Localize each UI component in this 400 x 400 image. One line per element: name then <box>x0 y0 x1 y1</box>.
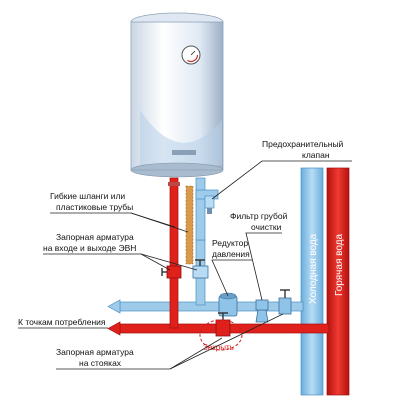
thermometer-gauge-icon <box>181 45 201 65</box>
cold-water-label: Холодная вода <box>308 233 319 304</box>
cold-riser-shutoff-valve <box>278 289 292 315</box>
inlet-shutoff-valve <box>192 259 209 279</box>
hot-riser-shutoff-valve <box>215 312 231 337</box>
filter-label-line2: очистки <box>251 222 282 232</box>
inlet-shutoff-label-line1: Запорная арматура <box>56 232 134 242</box>
riser-shutoff-label-line1: Запорная арматура <box>56 347 134 357</box>
water-heater-tank <box>130 12 224 178</box>
filter-label-line1: Фильтр грубой <box>230 211 288 221</box>
reducer-label-line1: Редуктор <box>212 238 248 248</box>
safety-valve <box>204 195 215 214</box>
consumption-label: К точкам потребления <box>18 317 106 327</box>
cold-water-riser <box>300 167 324 396</box>
hoses-label-line1: Гибкие шланги или <box>50 191 125 201</box>
inlet-shutoff-label-line2: на входе и выходе ЭВН <box>43 243 136 253</box>
close-label: Закрыть <box>203 343 234 352</box>
hoses-label-line2: пластиковые трубы <box>56 202 133 212</box>
hot-water-label: Горячая вода <box>334 233 345 296</box>
outlet-shutoff-valve <box>161 265 182 279</box>
coarse-filter <box>255 299 269 323</box>
safety-valve-label-line1: Предохранительный <box>262 139 344 149</box>
close-highlight-ellipse <box>199 319 243 351</box>
flexible-hose <box>185 185 194 265</box>
hot-water-riser <box>326 167 350 396</box>
riser-shutoff-label-line2: на стояках <box>79 358 122 368</box>
reducer-label-line2: давления <box>212 249 250 259</box>
safety-valve-label-line2: клапан <box>302 150 330 160</box>
